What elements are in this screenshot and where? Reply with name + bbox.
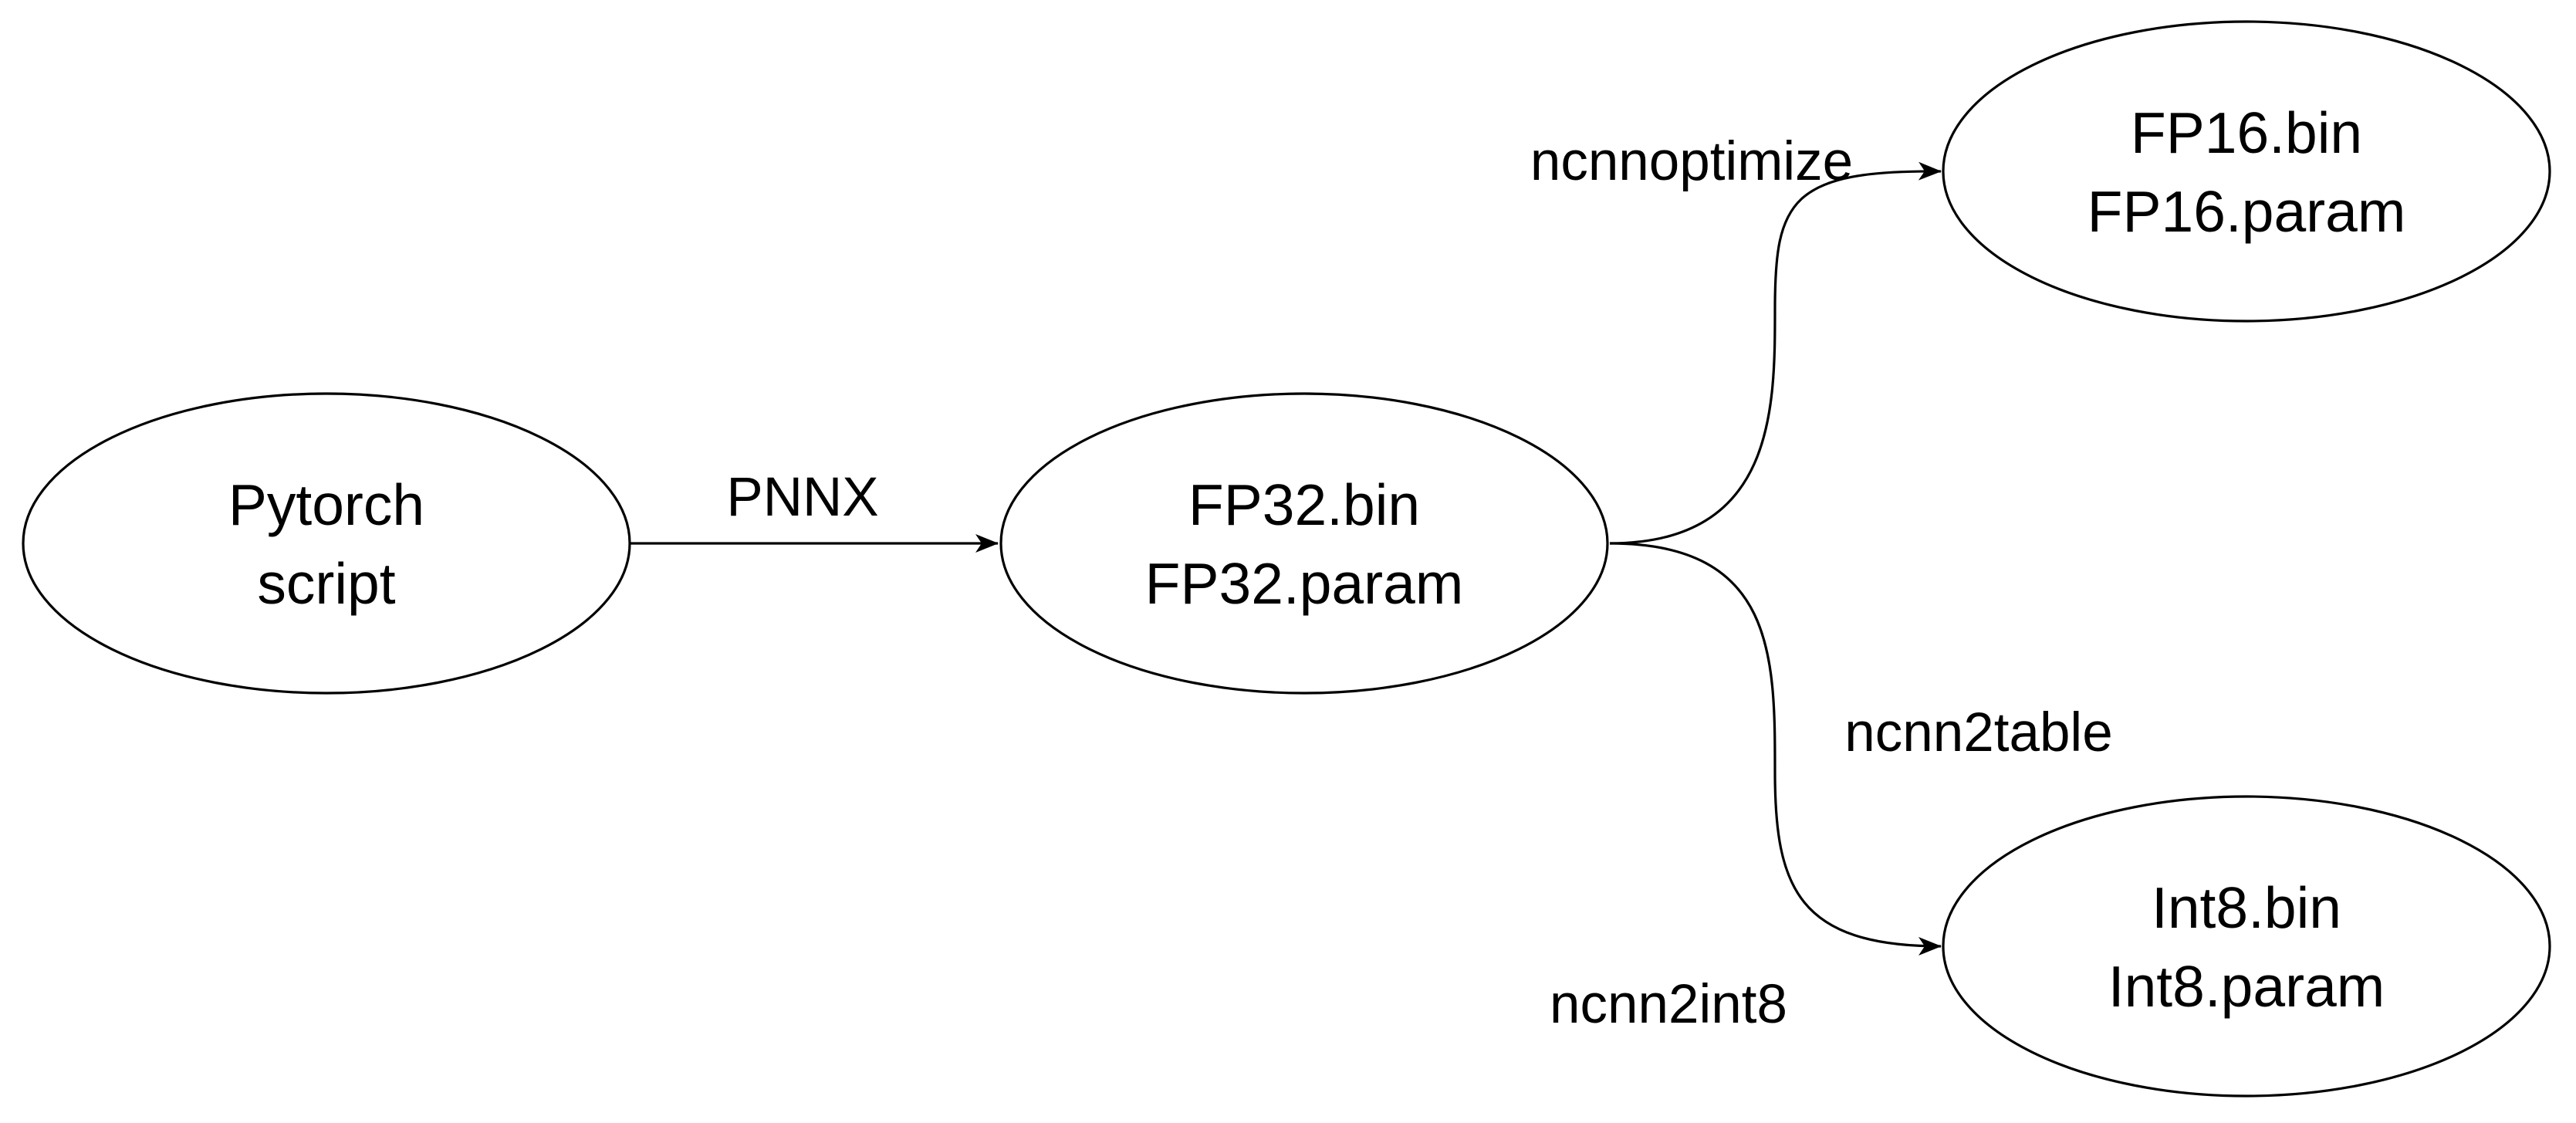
edge-pnnx: PNNX (630, 467, 999, 553)
node-int8-line1: Int8.bin (2152, 875, 2341, 940)
node-pytorch: Pytorch script (22, 392, 631, 695)
edge-optimize-label: ncnnoptimize (1530, 131, 1853, 192)
node-fp32: FP32.bin FP32.param (999, 392, 1609, 695)
node-fp32-line2: FP32.param (1145, 551, 1464, 616)
node-int8-line2: Int8.param (2108, 954, 2385, 1019)
node-int8: Int8.bin Int8.param (1942, 795, 2551, 1098)
node-int8-shape (1942, 795, 2551, 1098)
node-pytorch-shape (22, 392, 631, 695)
edge-table-int8: ncnn2table ncnn2int8 (1550, 542, 2113, 1035)
node-pytorch-line2: script (257, 551, 395, 616)
edge-table-label: ncnn2table (1844, 702, 2112, 763)
edge-optimize: ncnnoptimize (1530, 131, 1942, 545)
edge-pnnx-label: PNNX (726, 467, 878, 528)
node-fp16-shape (1942, 20, 2551, 323)
node-fp16-line2: FP16.param (2088, 179, 2406, 244)
edge-table-int8-line (1609, 542, 1942, 956)
node-fp16-line1: FP16.bin (2131, 100, 2362, 165)
node-fp16: FP16.bin FP16.param (1942, 20, 2551, 323)
node-pytorch-line1: Pytorch (228, 472, 424, 537)
edge-optimize-line (1609, 161, 1942, 545)
node-fp32-line1: FP32.bin (1188, 472, 1420, 537)
node-fp32-shape (999, 392, 1609, 695)
edge-int8-label: ncnn2int8 (1550, 974, 1787, 1035)
